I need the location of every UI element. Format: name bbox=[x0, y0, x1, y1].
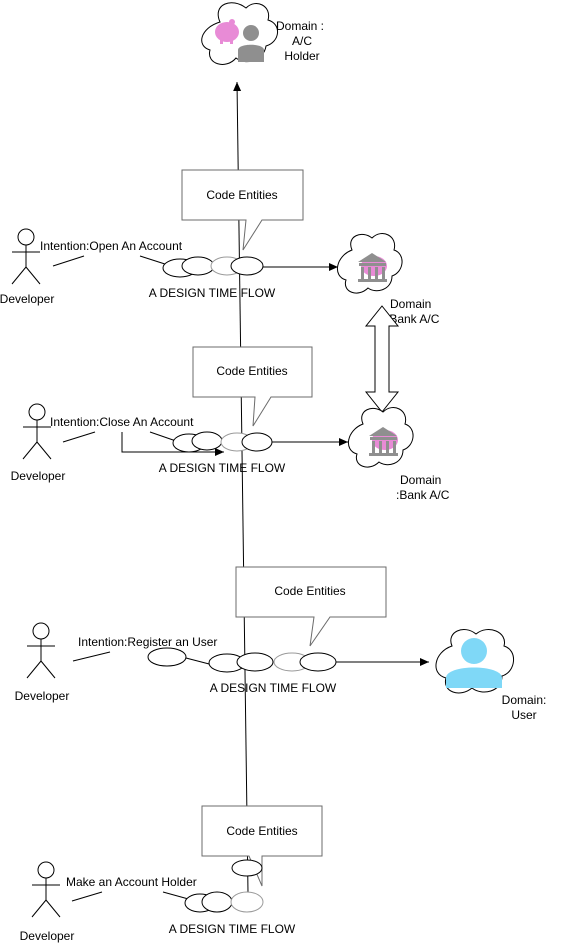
user-icon bbox=[446, 638, 502, 688]
callout-label-1: Code Entities bbox=[206, 188, 277, 202]
cloud-bank-ac-2 bbox=[348, 407, 414, 468]
domain-ac-holder-label-3: Holder bbox=[284, 49, 319, 63]
cloud-user bbox=[435, 629, 514, 694]
callout-code-entities-2 bbox=[192, 346, 313, 427]
domain-ac-holder-label-1: Domain : bbox=[276, 19, 324, 33]
flow-label-4: A DESIGN TIME FLOW bbox=[169, 922, 296, 936]
actor-developer-2 bbox=[22, 403, 52, 460]
domain-user-label-1: Domain: bbox=[502, 693, 547, 707]
flow-chain-3 bbox=[208, 652, 337, 673]
callout-label-2: Code Entities bbox=[216, 364, 287, 378]
intention-label-2: Intention:Close An Account bbox=[50, 415, 194, 429]
domain-bank-2-label-1: Domain bbox=[400, 473, 441, 487]
domain-user-label-2: User bbox=[511, 708, 536, 722]
flow-3-single-node bbox=[147, 647, 187, 667]
flow-label-3: A DESIGN TIME FLOW bbox=[210, 681, 337, 695]
flow-label-1: A DESIGN TIME FLOW bbox=[149, 286, 276, 300]
actor-developer-4 bbox=[31, 861, 61, 918]
callout-code-entities-4 bbox=[201, 805, 323, 887]
actor-label-3: Developer bbox=[15, 689, 70, 703]
callout-label-3: Code Entities bbox=[274, 584, 345, 598]
piggy-bank-icon bbox=[215, 19, 239, 44]
intention-label-1: Intention:Open An Account bbox=[40, 239, 183, 253]
flow-chain-4 bbox=[184, 859, 264, 913]
actor-label-1: Developer bbox=[0, 292, 54, 306]
domain-bank-1-label-2: :Bank A/C bbox=[386, 312, 440, 326]
actor-label-2: Developer bbox=[11, 469, 66, 483]
callout-label-4: Code Entities bbox=[226, 824, 297, 838]
domain-ac-holder-label-2: A/C bbox=[292, 34, 312, 48]
intention-label-3: Intention:Register an User bbox=[78, 635, 217, 649]
user-silhouette-icon bbox=[238, 25, 264, 62]
actor-developer-3 bbox=[26, 622, 56, 679]
flow-chain-2 bbox=[172, 431, 273, 453]
bidirectional-arrow bbox=[364, 305, 400, 413]
callout-code-entities-1 bbox=[181, 169, 304, 251]
bank-building-icon bbox=[358, 253, 387, 282]
actor-label-4: Developer bbox=[20, 929, 75, 943]
domain-bank-1-label-1: Domain bbox=[390, 297, 431, 311]
flow-label-2: A DESIGN TIME FLOW bbox=[159, 461, 286, 475]
domain-bank-2-label-2: :Bank A/C bbox=[396, 488, 450, 502]
cloud-ac-holder bbox=[201, 2, 278, 65]
bank-building-icon bbox=[369, 427, 398, 456]
flow-chain-1 bbox=[162, 256, 264, 278]
actor-developer-1 bbox=[11, 228, 41, 285]
callout-code-entities-3 bbox=[235, 566, 387, 647]
intention-label-4: Make an Account Holder bbox=[66, 875, 197, 889]
cloud-bank-ac-1 bbox=[337, 233, 403, 294]
